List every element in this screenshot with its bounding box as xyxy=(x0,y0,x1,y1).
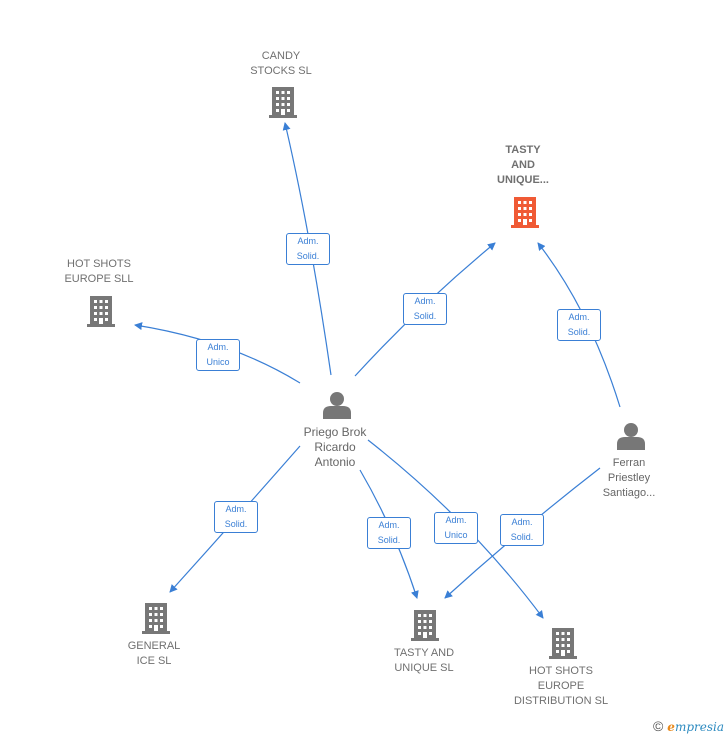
node-label-line: Ricardo xyxy=(314,440,356,454)
person-icon[interactable] xyxy=(617,423,645,450)
node-priego-brok[interactable]: Priego Brok Ricardo Antonio xyxy=(265,425,405,470)
node-label-line: EUROPE SLL xyxy=(64,273,134,285)
edge-label-line: Solid. xyxy=(296,251,320,261)
edge-label: Adm. Unico xyxy=(434,512,478,544)
building-icon[interactable] xyxy=(549,628,577,659)
building-icon[interactable] xyxy=(142,603,170,634)
node-label-line: UNIQUE... xyxy=(497,174,549,186)
edge-label-line: Adm. xyxy=(568,312,590,322)
edge-label-line: Adm. xyxy=(297,236,319,246)
edge-label: Adm. Solid. xyxy=(557,309,601,341)
node-label-line: Santiago... xyxy=(602,487,656,499)
node-label-line: STOCKS SL xyxy=(250,65,312,77)
building-icon[interactable] xyxy=(87,296,115,327)
node-label-line: UNIQUE SL xyxy=(394,662,454,674)
node-label-line: Priego Brok xyxy=(303,425,367,439)
empresia-logo-text: mpresia xyxy=(674,720,724,734)
building-icon[interactable] xyxy=(411,610,439,641)
empresia-logo-initial: e xyxy=(667,720,675,734)
building-icon[interactable] xyxy=(511,197,539,228)
node-ferran-priestley[interactable]: Ferran Priestley Santiago... xyxy=(559,456,699,501)
edge-label: Adm. Solid. xyxy=(214,501,258,533)
node-label-line: GENERAL xyxy=(127,640,181,652)
edge-label-line: Unico xyxy=(206,357,230,367)
node-label-line: TASTY xyxy=(505,144,541,156)
edge-label-line: Solid. xyxy=(377,535,401,545)
node-tasty-unique-bottom[interactable]: TASTY AND UNIQUE SL xyxy=(354,646,494,676)
edge-label-line: Adm. xyxy=(225,504,247,514)
node-tasty-unique-top[interactable]: TASTY AND UNIQUE... xyxy=(453,143,593,188)
edge-label: Adm. Solid. xyxy=(367,517,411,549)
edge-label-line: Solid. xyxy=(224,519,248,529)
node-label-line: Antonio xyxy=(314,455,356,469)
edge-label: Adm. Solid. xyxy=(286,233,330,265)
building-icon[interactable] xyxy=(269,87,297,118)
edge-label: Adm. Unico xyxy=(196,339,240,371)
node-label-line: HOT SHOTS xyxy=(529,665,593,677)
node-hot-shots-distribution[interactable]: HOT SHOTS EUROPE DISTRIBUTION SL xyxy=(491,664,631,709)
edge-label-line: Solid. xyxy=(567,327,591,337)
empresia-credit[interactable]: ©empresia xyxy=(653,718,724,734)
node-hot-shots-europe[interactable]: HOT SHOTS EUROPE SLL xyxy=(29,257,169,287)
edge-label-line: Solid. xyxy=(413,311,437,321)
node-label-line: AND xyxy=(511,159,535,171)
person-icon[interactable] xyxy=(323,392,351,419)
edge-label-line: Adm. xyxy=(511,517,533,527)
copyright-symbol: © xyxy=(652,718,664,734)
edge-label: Adm. Solid. xyxy=(500,514,544,546)
edge-label-line: Adm. xyxy=(414,296,436,306)
edge-label: Adm. Solid. xyxy=(403,293,447,325)
node-label-line: ICE SL xyxy=(136,655,172,667)
edge-label-line: Unico xyxy=(444,530,468,540)
node-general-ice[interactable]: GENERAL ICE SL xyxy=(84,639,224,669)
node-candy-stocks[interactable]: CANDY STOCKS SL xyxy=(211,49,351,79)
node-label-line: CANDY xyxy=(261,50,301,62)
node-label-line: HOT SHOTS xyxy=(67,258,131,270)
edge-label-line: Adm. xyxy=(207,342,229,352)
node-label-line: Ferran xyxy=(612,457,646,469)
node-label-line: Priestley xyxy=(607,472,651,484)
node-label-line: EUROPE xyxy=(537,680,585,692)
node-label-line: TASTY AND xyxy=(393,647,455,659)
node-label-line: DISTRIBUTION SL xyxy=(513,695,609,707)
edge-label-line: Adm. xyxy=(445,515,467,525)
edge-label-line: Adm. xyxy=(378,520,400,530)
edge-label-line: Solid. xyxy=(510,532,534,542)
